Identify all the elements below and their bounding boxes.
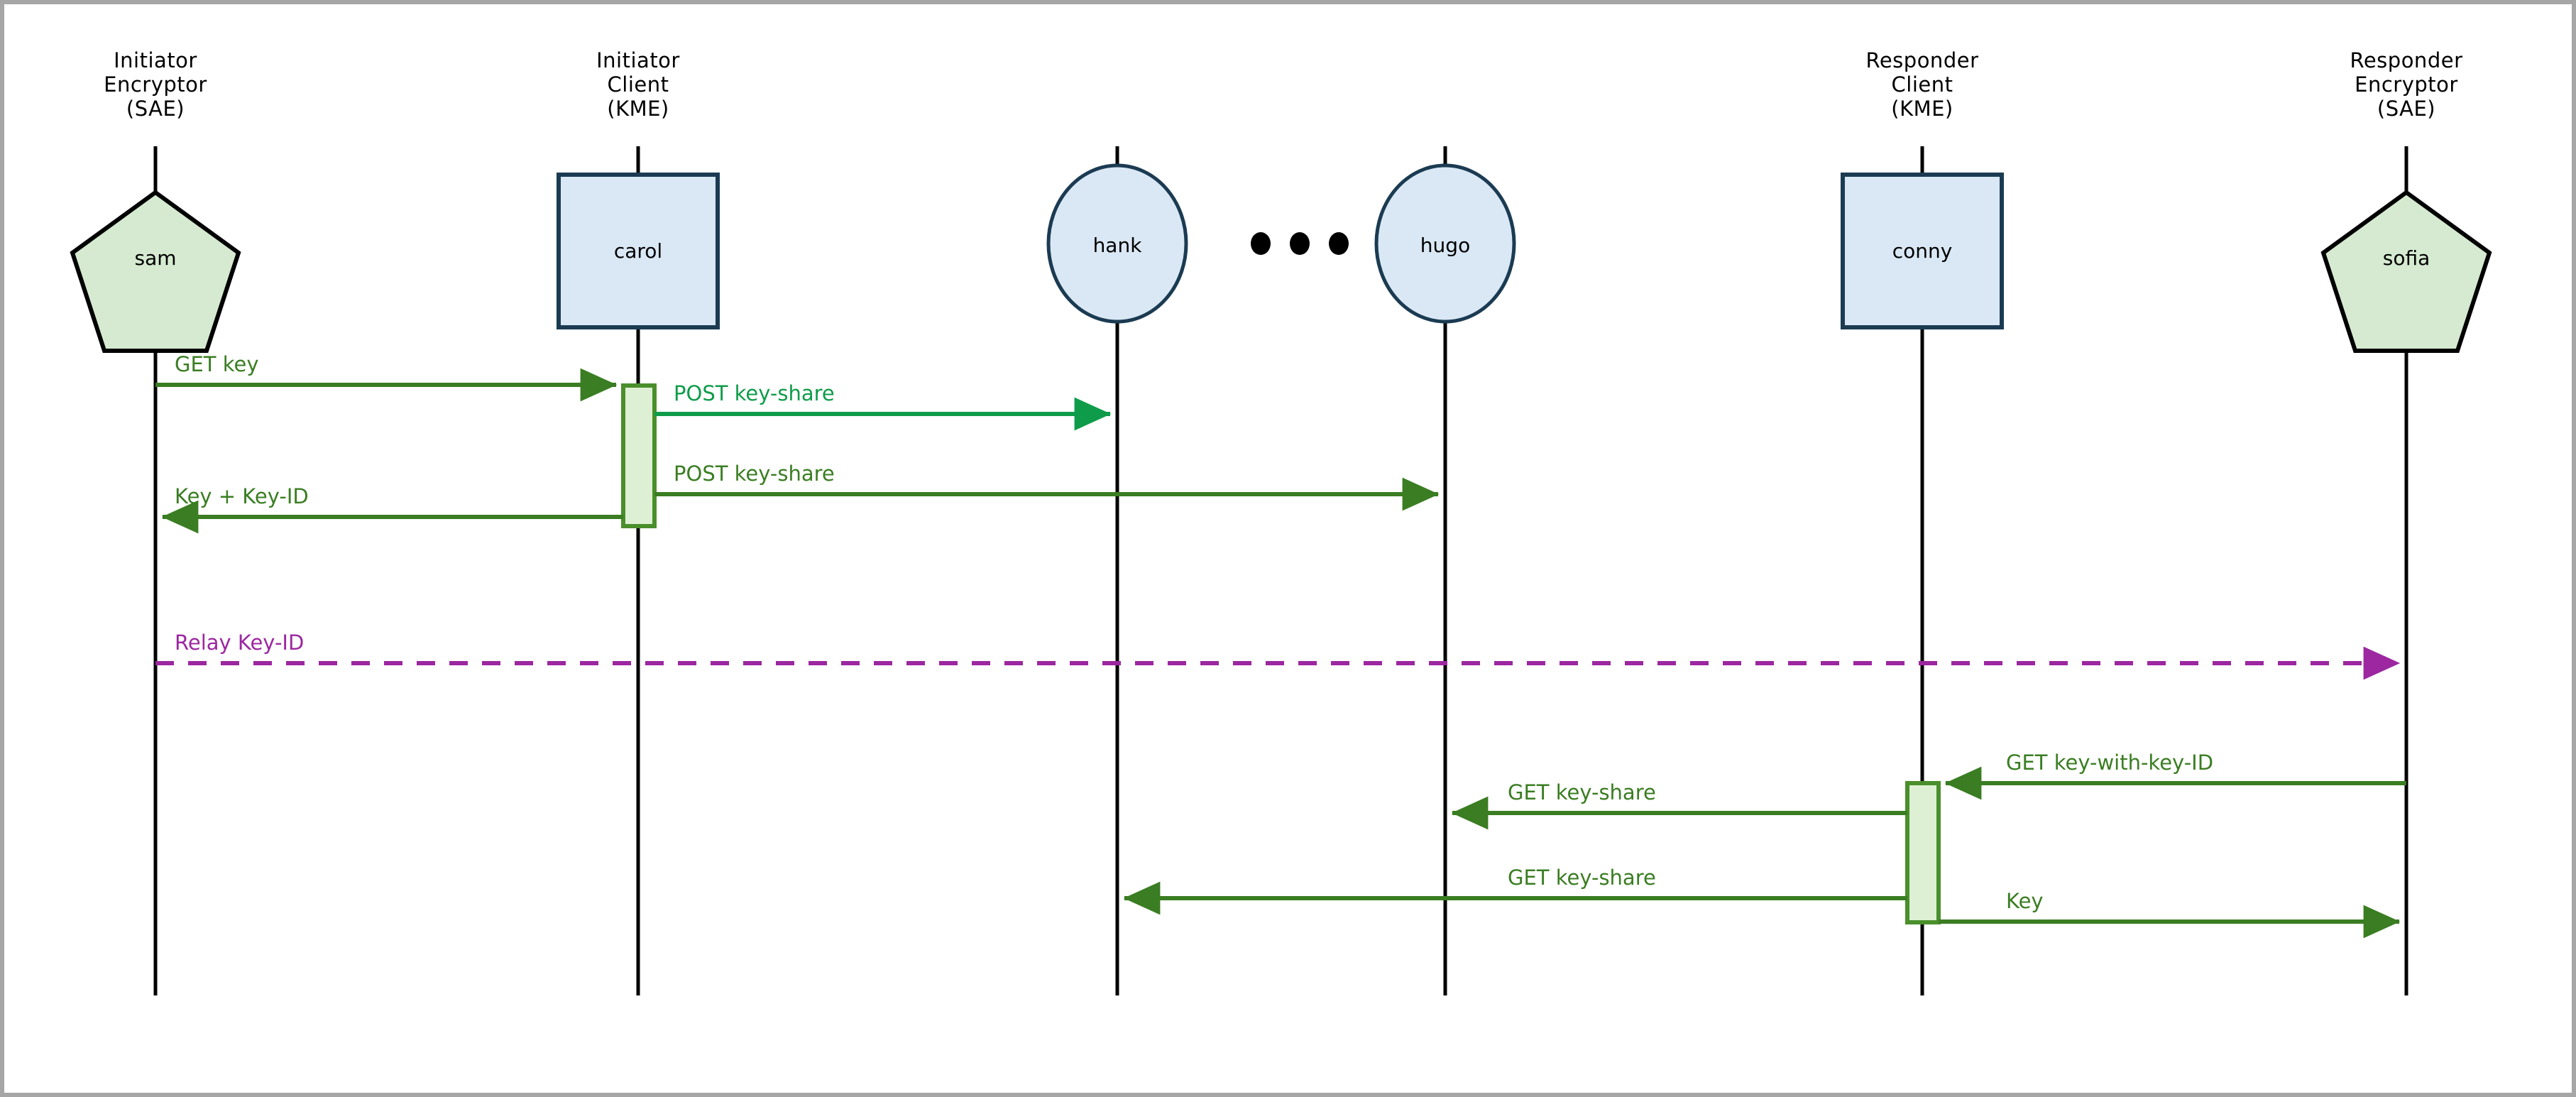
activation-bar-conny (1905, 781, 1941, 924)
actor-header-sam: Initiator Encryptor (SAE) (104, 48, 207, 121)
actor-shape-sam[interactable] (70, 190, 241, 353)
actor-name-sam: sam (134, 246, 177, 270)
ellipsis-dot-1 (1251, 232, 1271, 255)
activation-bar-carol (621, 383, 657, 528)
actor-header-sofia: Responder Encryptor (SAE) (2350, 48, 2463, 121)
ellipsis-dots (1251, 232, 1349, 255)
activation-bars (621, 383, 1941, 924)
message-label-get-key-share-hugo: GET key-share (1508, 780, 1656, 804)
message-label-get-key: GET key (175, 352, 259, 376)
actor-shape-carol[interactable] (557, 173, 720, 329)
message-arrows (155, 368, 2406, 939)
actor-shapes (70, 163, 2492, 353)
actor-name-hank: hank (1092, 234, 1142, 257)
diagram-svg (70, 146, 2492, 995)
ellipsis-dot-3 (1329, 232, 1349, 255)
actor-shape-sofia[interactable] (2320, 190, 2492, 353)
actor-shape-conny[interactable] (1841, 173, 2004, 329)
actor-name-hugo: hugo (1420, 234, 1471, 257)
message-label-post-key-share-hank: POST key-share (674, 381, 835, 405)
actor-name-sofia: sofia (2382, 246, 2430, 270)
lifelines (153, 146, 2408, 995)
message-label-key-plus-key-id: Key + Key-ID (175, 484, 309, 508)
actor-name-conny: conny (1892, 239, 1953, 263)
actor-header-conny: Responder Client (KME) (1865, 48, 1979, 121)
message-label-key: Key (2006, 889, 2044, 913)
message-label-relay-key-id: Relay Key-ID (175, 631, 305, 655)
message-label-get-key-with-key-id: GET key-with-key-ID (2006, 751, 2214, 775)
message-label-get-key-share-hank: GET key-share (1508, 866, 1656, 890)
message-label-post-key-share-hugo: POST key-share (674, 462, 835, 486)
actor-name-carol: carol (613, 239, 663, 263)
ellipsis-dot-2 (1290, 232, 1310, 255)
actor-shape-hank[interactable] (1046, 163, 1188, 324)
actor-header-carol: Initiator Client (KME) (596, 48, 680, 121)
actor-shape-hugo[interactable] (1374, 163, 1516, 324)
